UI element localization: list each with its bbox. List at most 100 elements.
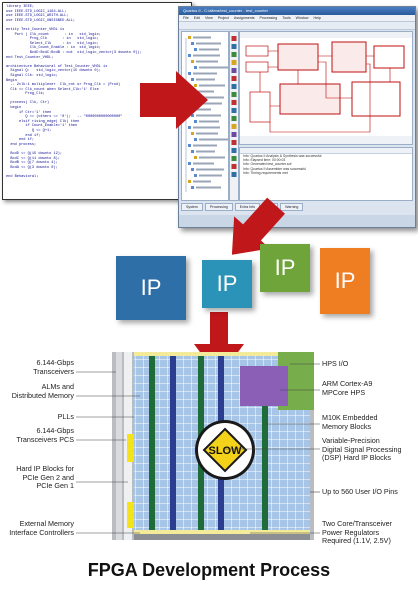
palette-tool-icon[interactable] — [231, 108, 237, 113]
palette-tool-icon[interactable] — [231, 92, 237, 97]
tree-node-icon — [188, 162, 191, 165]
message-row: Info: Quartus II Assembler was successfu… — [243, 166, 306, 171]
label-transceivers-pcs: 6.144-Gbps Transceivers PCS — [16, 426, 74, 444]
tree-node-label[interactable] — [196, 168, 224, 171]
tree-node-label[interactable] — [193, 108, 211, 111]
arrow-code-to-ide — [140, 71, 208, 129]
label-transceivers: 6.144-Gbps Transceivers — [33, 358, 74, 376]
tree-node-label[interactable] — [193, 90, 214, 93]
tree-node-label[interactable] — [196, 78, 215, 81]
palette-tool-icon[interactable] — [231, 164, 237, 169]
ide-menu-item[interactable]: Tools — [282, 16, 291, 20]
tree-node-label[interactable] — [199, 102, 222, 105]
tree-node-icon — [194, 66, 197, 69]
tree-node-icon — [188, 54, 191, 57]
tree-node-label[interactable] — [196, 60, 218, 63]
ide-menu-item[interactable]: Processing — [259, 16, 278, 20]
tree-node-label[interactable] — [199, 48, 219, 51]
palette-tool-icon[interactable] — [231, 156, 237, 161]
transceiver-column — [116, 352, 122, 540]
tree-node-label[interactable] — [196, 42, 221, 45]
tree-node-icon — [191, 132, 194, 135]
arrow-ide-to-ip — [231, 197, 285, 255]
message-row: Info: Generated test_counter.sof — [243, 162, 292, 167]
ide-tab[interactable]: System — [181, 203, 203, 211]
palette-tool-icon[interactable] — [231, 140, 237, 145]
tree-node-label[interactable] — [199, 174, 222, 177]
palette-tool-icon[interactable] — [231, 116, 237, 121]
palette-tool-icon[interactable] — [231, 44, 237, 49]
fpga-floorplan: SLOW — [112, 352, 314, 540]
tool-palette — [229, 31, 239, 201]
tree-node-label[interactable] — [199, 84, 225, 87]
palette-tool-icon[interactable] — [231, 52, 237, 57]
label-power-regulators: Two Core/Transceiver Power Regulators Re… — [322, 519, 393, 546]
tree-node-label[interactable] — [196, 150, 215, 153]
label-user-io: Up to 560 User I/O Pins — [322, 487, 398, 496]
message-row: Info: Timing requirements met — [243, 170, 288, 175]
palette-tool-icon[interactable] — [231, 84, 237, 89]
label-pcie-hard-ip: Hard IP Blocks for PCIe Gen 2 and PCIe G… — [16, 464, 74, 491]
tree-node-label[interactable] — [199, 138, 228, 141]
message-window: Info: Quartus II Analysis & Synthesis wa… — [239, 147, 413, 201]
tree-node-icon — [188, 144, 191, 147]
tree-node-icon — [194, 48, 197, 51]
tree-node-icon — [194, 156, 197, 159]
label-external-memory: External Memory Interface Controllers — [9, 519, 74, 537]
tree-node-label[interactable] — [193, 72, 217, 75]
palette-tool-icon[interactable] — [231, 132, 237, 137]
ide-menu-bar: File Edit View Project Assignments Processing… — [179, 15, 415, 22]
vhdl-code-text: library IEEE; use IEEE.STD_LOGIC_1164.AL… — [6, 5, 142, 179]
slow-sign-text: SLOW — [209, 445, 243, 457]
palette-tool-icon[interactable] — [231, 148, 237, 153]
fpga-chip-diagram: SLOW — [112, 352, 314, 540]
ide-tab[interactable]: Processing — [204, 203, 233, 211]
tree-node-label[interactable] — [193, 54, 220, 57]
tree-node-icon — [194, 84, 197, 87]
m10k-column-1 — [149, 356, 155, 530]
palette-tool-icon[interactable] — [231, 172, 237, 177]
ide-tab[interactable]: Warning — [280, 203, 304, 211]
io-strip-bottom — [134, 530, 310, 534]
palette-tool-icon[interactable] — [231, 100, 237, 105]
label-alms: ALMs and Distributed Memory — [11, 382, 74, 400]
tree-node-icon — [191, 168, 194, 171]
ip-block-label: IP — [334, 268, 356, 293]
ide-menu-item[interactable]: Assignments — [233, 16, 255, 20]
tree-node-label[interactable] — [193, 36, 211, 39]
tree-node-label[interactable] — [196, 186, 221, 189]
tree-node-label[interactable] — [196, 114, 221, 117]
ide-menu-item[interactable]: Project — [217, 16, 229, 20]
ide-menu-item[interactable]: Edit — [193, 16, 200, 20]
ide-menu-item[interactable]: Window — [295, 16, 309, 20]
schematic-status-strip — [240, 136, 412, 144]
tree-node-label[interactable] — [193, 180, 211, 183]
message-row: Info: Elapsed time: 00:00:03 — [243, 158, 286, 163]
tree-node-icon — [188, 180, 191, 183]
pcie-hard-ip-1 — [127, 434, 134, 462]
tree-node-label[interactable] — [193, 144, 217, 147]
ip-block-3: IP — [260, 244, 310, 292]
ide-menu-item[interactable]: View — [205, 16, 213, 20]
schematic-module — [279, 83, 341, 115]
palette-tool-icon[interactable] — [231, 36, 237, 41]
pcie-hard-ip-2 — [127, 502, 134, 528]
palette-tool-icon[interactable] — [231, 68, 237, 73]
tree-node-label[interactable] — [193, 162, 214, 165]
ide-menu-item[interactable]: File — [183, 16, 189, 20]
palette-tool-icon[interactable] — [231, 124, 237, 129]
tree-node-icon — [194, 138, 197, 141]
schematic-tab-strip — [240, 32, 412, 38]
palette-tool-icon[interactable] — [231, 76, 237, 81]
tree-node-icon — [188, 126, 191, 129]
ip-block-1: IP — [116, 256, 186, 320]
power-regulator-strip — [134, 534, 310, 540]
tree-node-label[interactable] — [199, 66, 228, 69]
tree-node-label[interactable] — [199, 156, 225, 159]
tree-node-label[interactable] — [196, 132, 218, 135]
ide-menu-item[interactable]: Help — [313, 16, 321, 20]
tree-node-label[interactable] — [193, 126, 220, 129]
tree-node-label[interactable] — [199, 120, 219, 123]
palette-tool-icon[interactable] — [231, 60, 237, 65]
tree-node-label[interactable] — [196, 96, 224, 99]
